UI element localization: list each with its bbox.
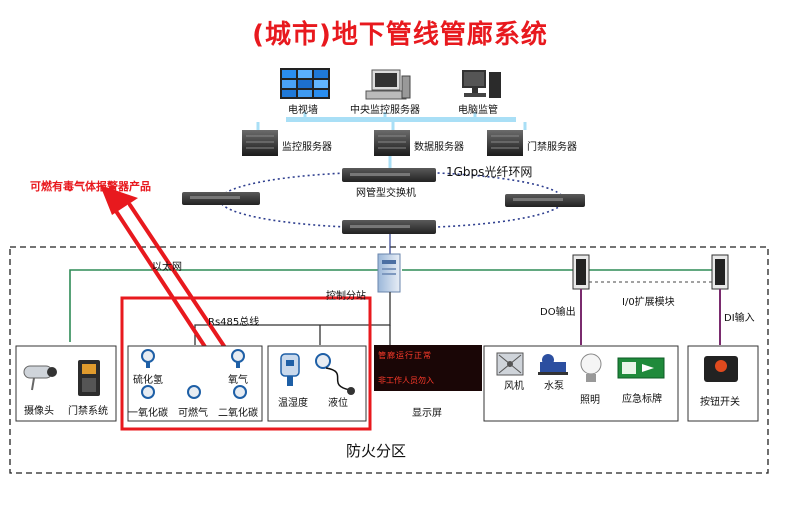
monitor-server-label: 监控服务器 (282, 142, 332, 153)
managed-switch-bottom (342, 220, 436, 234)
gas-detector-highlight (120, 296, 372, 431)
h2s-sensor-icon (141, 349, 155, 368)
h2s-label: 硫化氢 (133, 375, 163, 386)
central-server-label: 中央监控服务器 (350, 105, 420, 116)
light-bulb-icon (580, 353, 602, 382)
video-wall-label: 电视墙 (288, 105, 318, 116)
camera-icon (23, 365, 57, 391)
fire-zone-label: 防火分区 (346, 442, 407, 460)
led-display-text-2: 非工作人员勿入 (378, 376, 434, 385)
fan-icon (496, 352, 524, 376)
ethernet-label: 以太网 (152, 262, 182, 273)
rs485-bus-label: Rs485总线 (208, 317, 260, 328)
emergency-sign-label: 应急标牌 (622, 394, 662, 405)
ethernet-line (69, 269, 378, 342)
access-server-icon (487, 130, 523, 156)
emergency-sign-icon (617, 357, 665, 379)
do-output-label: DO输出 (540, 307, 576, 318)
managed-switch-left (182, 192, 260, 205)
access-server-label: 门禁服务器 (527, 142, 577, 153)
combustible-label: 可燃气 (178, 408, 208, 419)
led-display-text-1: 管廊运行正常 (378, 351, 432, 360)
fire-zone-boundary (9, 246, 769, 474)
combustible-sensor-icon (187, 385, 201, 399)
diagram-title: (城市)地下管线管廊系统 (252, 20, 548, 50)
level-sensor-icon (315, 353, 355, 395)
display-label: 显示屏 (412, 408, 442, 419)
temp-humidity-label: 温湿度 (278, 398, 308, 409)
data-server-label: 数据服务器 (414, 142, 464, 153)
video-wall-icon (280, 68, 330, 99)
camera-label: 摄像头 (24, 406, 54, 417)
alarm-product-note: 可燃有毒气体报警器产品 (30, 180, 151, 193)
co-label: 一氧化碳 (128, 408, 168, 419)
fan-label: 风机 (504, 381, 524, 392)
access-system-label: 门禁系统 (68, 406, 108, 417)
co2-sensor-icon (233, 385, 247, 399)
button-switch-icon (704, 356, 738, 382)
pump-icon (538, 354, 568, 375)
button-switch-label: 按钮开关 (700, 397, 740, 408)
io-module-icon (572, 254, 590, 290)
alarm-arrows (110, 203, 232, 364)
co2-label: 二氧化碳 (218, 408, 258, 419)
managed-switch-label: 网管型交换机 (356, 188, 416, 199)
fiber-ring-label: 1Gbps光纤环网 (446, 165, 533, 179)
data-server-icon (374, 130, 410, 156)
monitor-bus-bar (286, 117, 516, 122)
managed-switch-top (342, 168, 436, 182)
access-control-icon (78, 360, 100, 396)
di-module-icon (711, 254, 729, 290)
co-sensor-icon (141, 385, 155, 399)
level-label: 液位 (328, 398, 348, 409)
monitor-server-icon (242, 130, 278, 156)
pc-monitor-label: 电脑监管 (458, 105, 498, 116)
led-display-icon (374, 345, 482, 391)
temp-humidity-sensor-icon (280, 353, 300, 386)
central-server-icon (365, 69, 411, 100)
pump-label: 水泵 (544, 381, 564, 392)
io-module-label: I/0扩展模块 (622, 297, 675, 308)
control-station-icon (377, 253, 401, 293)
pc-monitor-icon (462, 70, 501, 98)
managed-switch-right (505, 194, 585, 207)
o2-label: 氧气 (228, 375, 248, 386)
lighting-label: 照明 (580, 395, 600, 406)
o2-sensor-icon (231, 349, 245, 368)
di-input-label: DI输入 (724, 313, 755, 324)
control-station-label: 控制分站 (326, 291, 366, 302)
